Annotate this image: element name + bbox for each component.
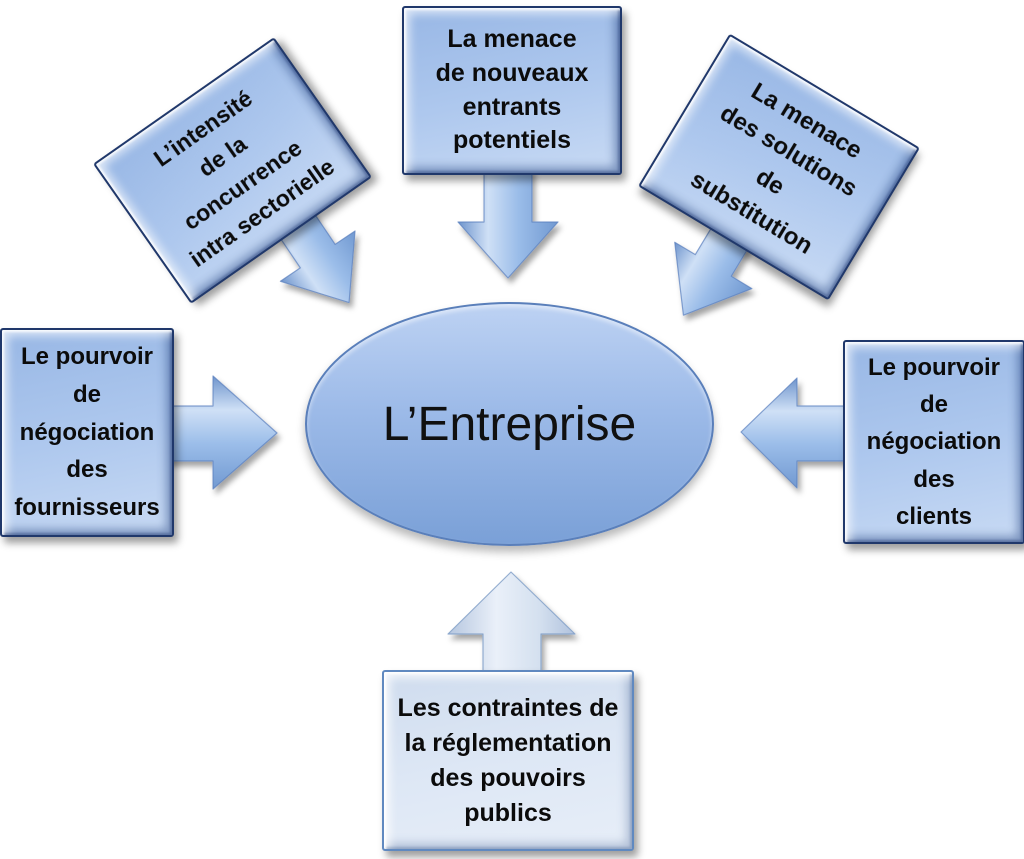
box-public-regulation: Les contraintes de la réglementation des… bbox=[382, 670, 634, 851]
box-threat-new-entrants: La menace de nouveaux entrants potentiel… bbox=[402, 6, 622, 175]
customer-power-label: Le pourvoir de négociation des clients bbox=[866, 354, 1002, 530]
arrow-new-entrants bbox=[457, 167, 559, 279]
arrow-clients bbox=[740, 377, 849, 489]
company-label: L’Entreprise bbox=[382, 397, 637, 451]
company-ellipse: L’Entreprise bbox=[305, 302, 714, 546]
public-regulation-label: Les contraintes de la réglementation des… bbox=[397, 693, 619, 827]
box-supplier-power: Le pourvoir de négociation des fournisse… bbox=[0, 328, 174, 537]
arrow-regulation bbox=[447, 571, 576, 677]
box-customer-power: Le pourvoir de négociation des clients bbox=[843, 340, 1024, 544]
threat-new-entrants-label: La menace de nouveaux entrants potentiel… bbox=[435, 25, 589, 155]
supplier-power-label: Le pourvoir de négociation des fournisse… bbox=[14, 342, 160, 522]
arrow-suppliers bbox=[164, 375, 278, 490]
